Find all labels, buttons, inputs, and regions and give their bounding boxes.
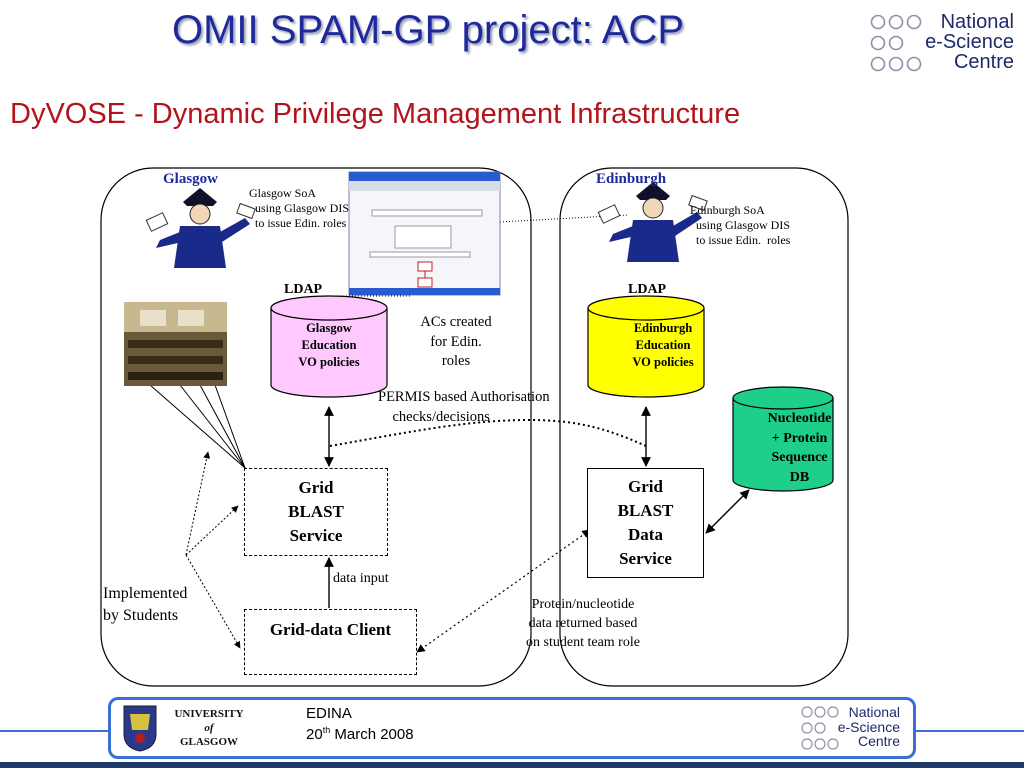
nesc-logo-icon — [801, 706, 839, 750]
implemented-by-students: Implemented by Students — [103, 585, 188, 624]
classroom-photo — [124, 302, 227, 386]
university-line3: GLASGOW — [179, 735, 239, 748]
glasgow-region-label: Glasgow — [163, 171, 219, 187]
footer-date: 20th March 2008 — [306, 725, 414, 743]
glasgow-vo-policies-label: Glasgow Education VO policies — [298, 321, 360, 369]
protein-returned-line — [416, 529, 591, 653]
edinburgh-region — [559, 167, 849, 687]
university-logo: UNIVERSITY of GLASGOW — [122, 704, 252, 754]
nesc-logo-footer: National e-Science Centre — [800, 705, 910, 751]
glasgow-ldap-cylinder — [270, 295, 388, 398]
nesc-logo-line2: e-Science — [925, 31, 1014, 53]
glasgow-soa-note: Glasgow SoA using Glasgow DIS to issue E… — [249, 186, 350, 230]
wizard-figure-icon — [145, 188, 256, 268]
permis-note: PERMIS based Authorisation checks/decisi… — [378, 389, 550, 425]
students-arrow-3 — [185, 554, 241, 649]
footer-line-left — [0, 730, 108, 732]
footer-frame — [108, 697, 916, 759]
students-arrow-1 — [185, 451, 211, 556]
nesc-footer-line2: e-Science — [837, 718, 900, 735]
grid-blast-data-service: Grid BLAST Data Service — [587, 468, 704, 578]
edinburgh-vo-policies-label: Edinburgh Education VO policies — [632, 321, 694, 369]
screenshot-thumbnail — [348, 171, 501, 296]
nesc-footer-line1: National — [848, 704, 900, 720]
university-crest-icon — [123, 705, 157, 752]
photo-line-4 — [214, 384, 246, 469]
students-arrow-2 — [185, 505, 239, 556]
footer-date-rest: March 2008 — [330, 726, 414, 743]
nesc-logo-icon — [870, 14, 922, 72]
footer-line-right — [916, 730, 1024, 732]
edinburgh-ldap-cylinder — [587, 295, 705, 398]
db-service-arrow — [705, 489, 750, 534]
nesc-footer-line3: Centre — [857, 733, 900, 750]
data-input-label: data input — [333, 571, 389, 586]
wizard-figure-icon — [597, 182, 708, 262]
bottom-bar — [0, 762, 1024, 768]
slide-subtitle: DyVOSE - Dynamic Privilege Management In… — [10, 98, 741, 130]
glasgow-ldap-label: LDAP — [284, 282, 323, 297]
sequence-db-cylinder — [732, 386, 834, 492]
footer-date-suffix: th — [322, 725, 331, 735]
footer-date-day: 20 — [306, 726, 323, 743]
slide-title: OMII SPAM-GP project: ACP — [172, 8, 684, 52]
edinburgh-soa-note: Edinburgh SoA using Glasgow DIS to issue… — [690, 203, 791, 247]
nesc-logo-top: National e-Science Centre — [868, 12, 1018, 74]
footer-edina: EDINA — [306, 705, 352, 722]
sequence-db-label: Nucleotide + Protein Sequence DB — [767, 411, 832, 485]
nesc-logo-line1: National — [940, 11, 1014, 33]
grid-blast-service: Grid BLAST Service — [244, 468, 388, 556]
university-line2: of — [204, 721, 214, 734]
acs-created-note: ACs created for Edin. roles — [420, 314, 492, 370]
glasgow-region — [100, 167, 532, 687]
edinburgh-ldap-label: LDAP — [628, 282, 667, 297]
edinburgh-region-label: Edinburgh — [596, 171, 667, 187]
grid-data-client: Grid-data Client — [244, 609, 417, 675]
university-line1: UNIVERSITY — [174, 708, 244, 720]
protein-returned-note: Protein/nucleotide data returned based o… — [526, 597, 640, 650]
photo-line-2 — [179, 384, 246, 469]
permis-dotted-line — [329, 418, 647, 447]
photo-line-3 — [199, 384, 246, 469]
photo-line-1 — [149, 384, 246, 469]
nesc-logo-line3: Centre — [953, 51, 1014, 73]
screenshot-connector-edinburgh — [499, 214, 629, 223]
